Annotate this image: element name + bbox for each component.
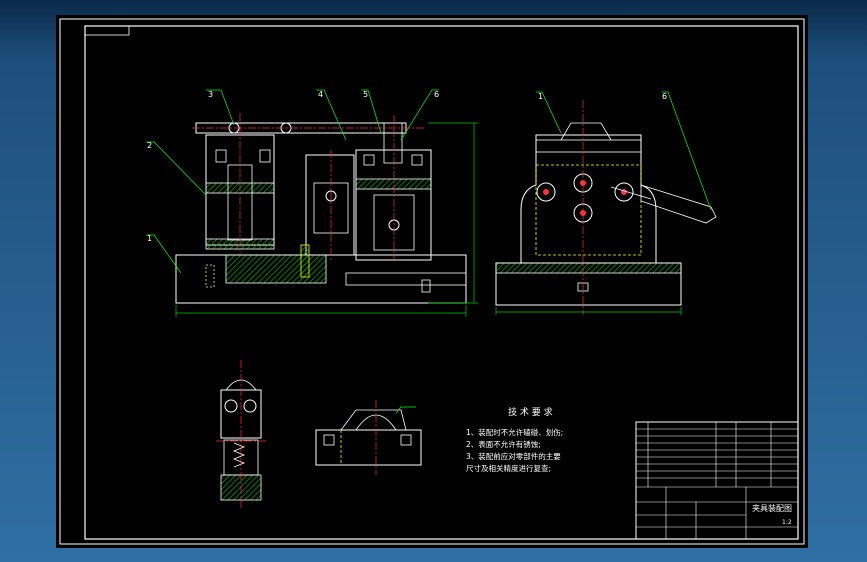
drawing-sheet: 3 4 5 6 2 1 1 6 技 术 要 求 1、装配时不允许磕碰、划伤; 2… bbox=[56, 15, 808, 548]
detail-view-b bbox=[315, 400, 422, 475]
balloon-4: 4 bbox=[318, 90, 323, 99]
assembly-drawing: 3 4 5 6 2 1 1 6 技 术 要 求 1、装配时不允许磕碰、划伤; 2… bbox=[59, 18, 805, 545]
outer-border bbox=[59, 18, 805, 545]
drawing-scale: 1:2 bbox=[782, 519, 792, 526]
detail-view-a bbox=[216, 360, 266, 510]
tech-req-item: 尺寸及相关精度进行复查; bbox=[466, 463, 551, 473]
technical-requirements: 技 术 要 求 1、装配时不允许磕碰、划伤; 2、表面不允许有锈蚀; 3、装配前… bbox=[466, 406, 563, 473]
tech-req-item: 2、表面不允许有锈蚀; bbox=[466, 439, 541, 449]
balloon-5: 5 bbox=[363, 90, 368, 99]
front-view bbox=[146, 89, 478, 317]
balloon-side-6: 6 bbox=[662, 92, 667, 101]
drawing-name: 夹具装配图 bbox=[752, 503, 792, 513]
inner-border bbox=[84, 25, 799, 540]
tech-req-item: 3、装配前应对零部件的主要 bbox=[466, 451, 561, 461]
part-balloons: 3 4 5 6 2 1 1 6 bbox=[147, 90, 667, 243]
balloon-6: 6 bbox=[434, 90, 439, 99]
balloon-2: 2 bbox=[147, 141, 152, 150]
tech-req-item: 1、装配时不允许磕碰、划伤; bbox=[466, 427, 563, 437]
corner-label-box bbox=[84, 25, 130, 36]
title-block: 夹具装配图 1:2 bbox=[635, 421, 799, 540]
tech-req-title: 技 术 要 求 bbox=[508, 406, 553, 418]
balloon-1: 1 bbox=[147, 234, 152, 243]
balloon-3: 3 bbox=[208, 90, 213, 99]
balloon-side-1: 1 bbox=[538, 92, 543, 101]
side-view bbox=[495, 91, 717, 315]
